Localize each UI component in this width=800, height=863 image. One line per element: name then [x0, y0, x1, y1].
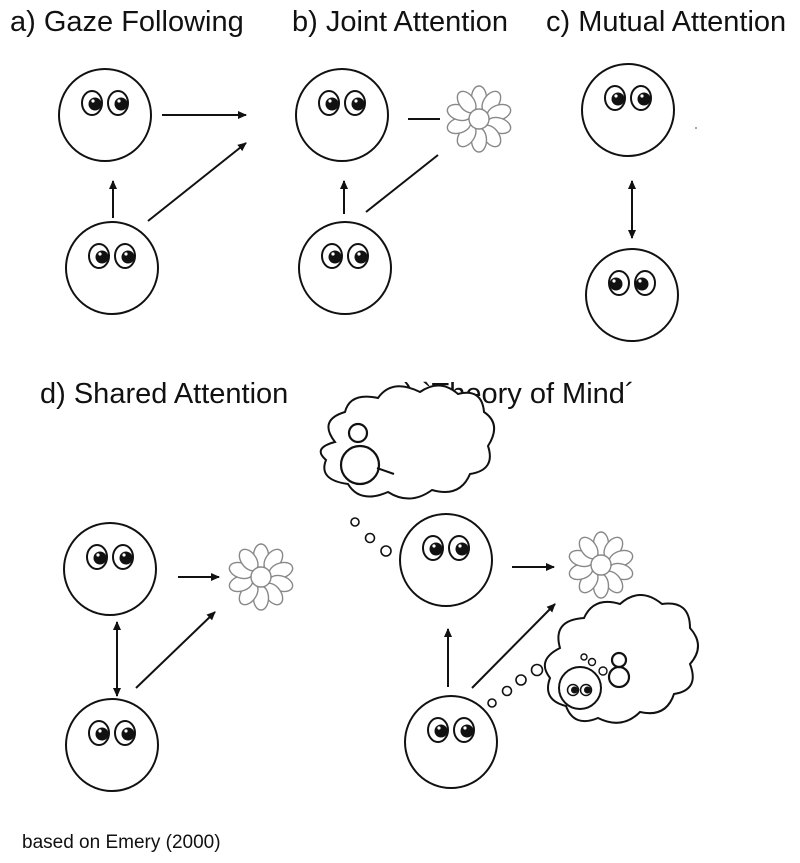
source-credit: based on Emery (2000) [22, 832, 221, 853]
panel-c-title: c) Mutual Attention [546, 6, 787, 38]
flower-icon-d [228, 543, 294, 611]
thought-cloud-upper [319, 384, 495, 500]
head-a-top [58, 68, 152, 162]
flower-icon-b [446, 85, 512, 153]
panel-a-title: a) Gaze Following [10, 6, 244, 38]
arrow-d-diagonal [135, 611, 216, 689]
flower-icon-e [568, 531, 634, 599]
head-b-bottom [298, 221, 392, 315]
arrow-a-diagonal [147, 142, 247, 222]
thought-cloud-lower [543, 594, 699, 724]
head-c-top [581, 63, 675, 157]
thought-heads-figure-eight-lower [607, 651, 631, 689]
head-b-top [295, 68, 389, 162]
stray-dot [695, 127, 697, 129]
thought-bubbles-upper [350, 517, 392, 557]
mini-head-in-cloud [558, 666, 602, 710]
thought-bubbles-lower [487, 663, 544, 708]
panel-b-title: b) Joint Attention [292, 6, 509, 38]
thought-heads-figure-eight-upper [339, 422, 381, 486]
line-b-diagonal [365, 154, 439, 213]
head-c-bottom [585, 248, 679, 342]
panel-d-title: d) Shared Attention [40, 378, 289, 410]
head-e-bottom [404, 695, 498, 789]
head-d-top [63, 522, 157, 616]
head-d-bottom [65, 698, 159, 792]
head-e-top [399, 513, 493, 607]
head-a-bottom [65, 221, 159, 315]
arrow-e-diagonal [471, 603, 556, 689]
